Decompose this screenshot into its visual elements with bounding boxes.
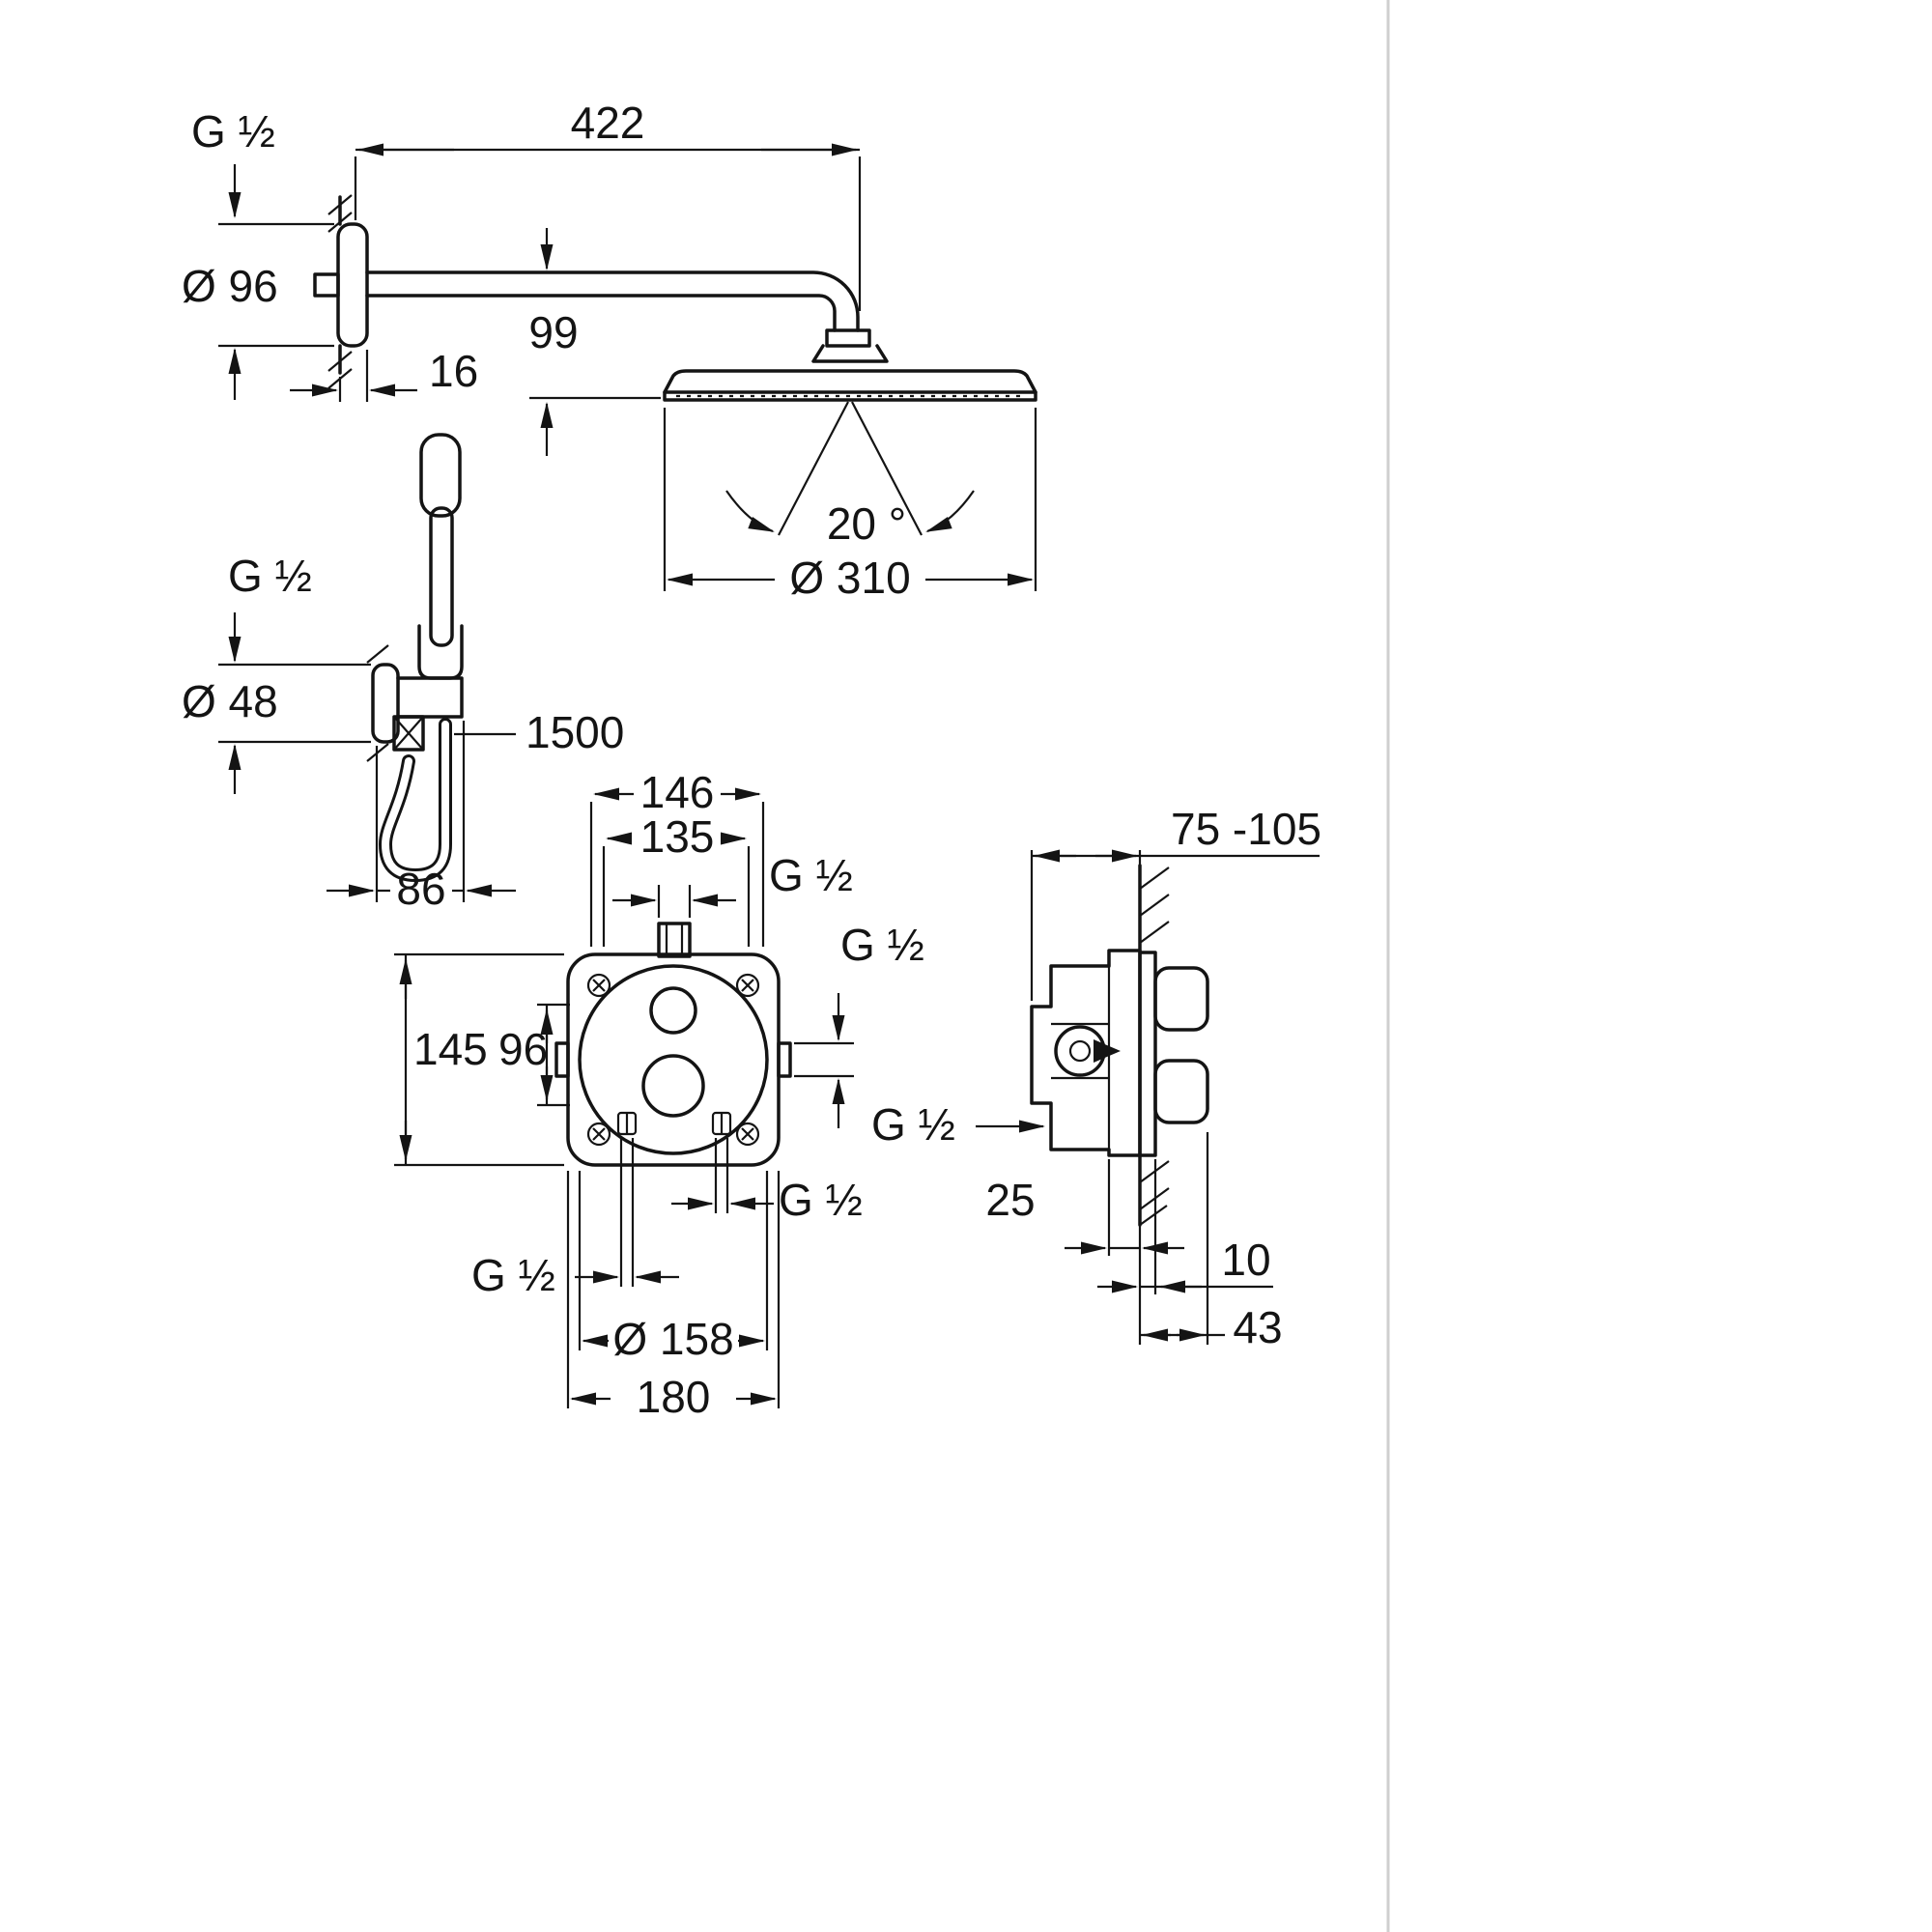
dim-head-offset: 99 [528, 228, 661, 456]
dim-fixing-width-inner-label: 135 [640, 811, 715, 862]
valve-body-section [1030, 949, 1142, 1157]
holder-thread-label: G ½ [228, 551, 312, 601]
dim-flange-depth-label: 16 [429, 346, 478, 396]
callout-bottom-right-port: G ½ [671, 1138, 863, 1225]
shower-hose [378, 718, 452, 883]
bottom-ports [616, 1111, 732, 1136]
side-ports [554, 1041, 792, 1078]
dim-holder-diameter: Ø 48 [182, 612, 371, 794]
dim-body-height: 145 [394, 952, 564, 1167]
dim-plate-depth: 10 [1097, 1159, 1273, 1294]
dim-flange-diameter-label: Ø 96 [182, 261, 278, 311]
callout-inlet-thread: G ½ [871, 1099, 1045, 1150]
dim-install-depth-range-label: 75 -105 [1171, 804, 1321, 854]
dim-arm-length: 422 [354, 98, 862, 311]
dim-head-diameter: Ø 310 [663, 408, 1037, 603]
dim-install-depth-range: 75 -105 [1030, 804, 1321, 1001]
dim-holder-depth-label: 86 [396, 864, 445, 914]
top-port-thread-label: G ½ [769, 850, 853, 900]
dim-arm-length-label: 422 [571, 98, 645, 148]
dim-rough-in-offset-label: 25 [985, 1175, 1035, 1225]
thermostat-cartridge [578, 964, 769, 1155]
dim-port-offset: 96 [498, 1003, 570, 1107]
dim-trim-diameter: Ø 158 [578, 1171, 769, 1364]
hand-shower-wand [419, 433, 462, 647]
trim-section [1138, 951, 1209, 1157]
dim-holder-depth: 86 [327, 721, 516, 914]
bottom-left-port-thread-label: G ½ [471, 1250, 555, 1300]
dim-head-offset-label: 99 [528, 307, 578, 357]
bottom-right-port-thread-label: G ½ [779, 1175, 863, 1225]
arm-thread-label: G ½ [191, 106, 275, 156]
dim-trim-depth: 43 [1140, 1132, 1283, 1352]
dim-rough-in-offset: 25 [985, 1159, 1184, 1345]
dim-holder-diameter-label: Ø 48 [182, 676, 278, 726]
dim-spray-angle-label: 20 ° [827, 498, 906, 549]
rough-in-box [554, 922, 792, 1167]
wall-flange [313, 194, 369, 389]
callout-side-port-thread: G ½ [794, 920, 924, 1128]
dim-body-width-label: 180 [637, 1372, 711, 1422]
dim-hose-length-label: 1500 [526, 707, 624, 757]
shower-arm [365, 270, 889, 363]
shower-head [663, 369, 1037, 402]
callout-arm-thread: G ½ [191, 106, 275, 218]
mixer-front-view: 146 135 G ½ 145 96 [394, 767, 924, 1422]
dim-fixing-width-outer: 146 [589, 767, 765, 947]
dim-spray-angle: 20 ° [725, 401, 975, 549]
dim-trim-depth-label: 43 [1233, 1302, 1282, 1352]
fixing-screws [586, 973, 760, 1147]
dim-fixing-width-inner: 135 [602, 811, 751, 947]
mixer-side-view: 75 -105 G ½ 25 10 43 [871, 804, 1321, 1352]
dim-body-width: 180 [566, 1171, 781, 1422]
dim-flange-depth: 16 [290, 346, 478, 402]
flow-direction-arrow [1094, 1039, 1121, 1063]
dim-plate-depth-label: 10 [1221, 1235, 1270, 1285]
callout-holder-thread: G ½ [228, 551, 312, 601]
dim-head-diameter-label: Ø 310 [789, 553, 910, 603]
dim-hose-length: 1500 [454, 707, 624, 757]
top-port [657, 922, 692, 958]
inlet-thread-label: G ½ [871, 1099, 955, 1150]
callout-bottom-left-port: G ½ [471, 1138, 679, 1300]
hand-shower-view: 1500 G ½ Ø 48 86 [182, 433, 624, 914]
callout-top-port-thread: G ½ [612, 850, 853, 918]
dim-port-offset-label: 96 [498, 1024, 548, 1074]
dim-flange-diameter: Ø 96 [182, 222, 334, 400]
dim-body-height-label: 145 [413, 1024, 488, 1074]
dim-trim-diameter-label: Ø 158 [612, 1314, 733, 1364]
head-shower-view: 422 G ½ Ø 96 16 99 [182, 98, 1037, 603]
dim-fixing-width-outer-label: 146 [640, 767, 715, 817]
side-port-thread-label: G ½ [840, 920, 924, 970]
